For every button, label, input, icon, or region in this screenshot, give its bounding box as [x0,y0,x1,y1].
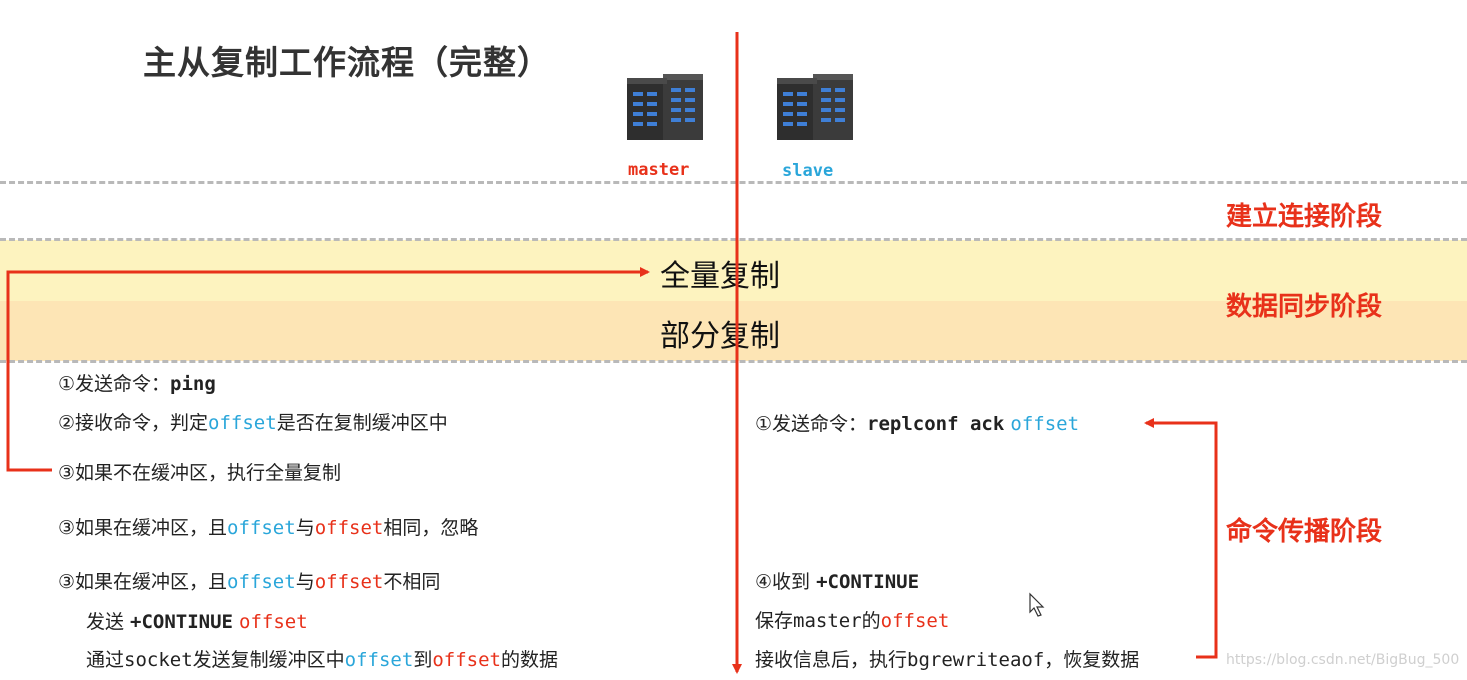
propagate-loop-arrow [1144,418,1218,659]
step-text-part: 与 [295,571,315,593]
step-text-part: ，恢复数据 [1044,649,1140,671]
step-text-part: offset [208,412,277,434]
step-text-part: socket [124,649,193,671]
slave-step: ①发送命令：replconf ack offset [755,409,1079,436]
step-text-part: 通过 [86,649,125,671]
step-text-part: ①发送命令： [755,413,868,435]
slave-step: 接收信息后，执行bgrewriteaof，恢复数据 [755,645,1139,672]
dashed-separator [0,360,1467,363]
step-text-part: 的数据 [500,649,558,671]
step-text-part: 保存 [755,610,794,632]
step-text-part: replconf ack [867,413,1005,435]
partial-sync-band [0,301,1467,361]
step-text-part: offset [314,571,384,593]
master-step: 发送 +CONTINUE offset [86,607,308,634]
partial-sync-label: 部分复制 [660,319,780,354]
master-label: master [628,160,690,180]
full-sync-label: 全量复制 [660,259,780,294]
step-text-part: offset [227,517,296,539]
master-step: ③如果在缓冲区，且offset与offset不相同 [58,567,440,594]
step-text-part: offset [344,649,414,671]
step-text-part: offset [880,610,950,632]
step-text-part: 不相同 [383,571,441,593]
slave-label: slave [782,161,834,181]
step-text-part: offset [1010,413,1080,435]
step-text-part: ③如果在缓冲区，且 [58,517,228,539]
step-text-part: bgrewriteaof [907,649,1045,671]
master-step: ②接收命令，判定offset是否在复制缓冲区中 [58,408,448,435]
master-server-icon [627,74,703,140]
step-text-part: 到 [413,649,433,671]
dashed-separator [0,238,1467,241]
step-text-part: 发送复制缓冲区中 [192,649,345,671]
full-copy-arrow [6,267,650,472]
master-step: ①发送命令：ping [58,369,216,396]
slave-step: 保存master的offset [755,606,949,633]
step-text-part: offset [432,649,501,671]
phase-propagate-label: 命令传播阶段 [1226,517,1383,547]
master-step: 通过socket发送复制缓冲区中offset到offset的数据 [86,645,558,672]
step-text-part: 的 [861,610,881,632]
phase-connect-label: 建立连接阶段 [1226,202,1383,232]
slave-server-icon [777,74,853,140]
step-text-part: offset [314,517,384,539]
step-text-part: offset [227,571,296,593]
mouse-cursor-icon [1029,592,1045,617]
step-text-part: 发送 [86,611,131,633]
page-title: 主从复制工作流程（完整） [143,43,551,82]
dashed-separator [0,181,1467,184]
master-step: ③如果在缓冲区，且offset与offset相同，忽略 [58,513,478,540]
step-text-part: offset [239,611,308,633]
slave-step: ④收到 +CONTINUE [755,567,919,594]
step-text-part: 是否在复制缓冲区中 [276,412,448,434]
step-text-part: 接收信息后，执行 [755,649,908,671]
step-text-part: ③如果在缓冲区，且 [58,571,228,593]
phase-sync-label: 数据同步阶段 [1226,292,1383,322]
step-text-part: ③如果不在缓冲区，执行全量复制 [58,462,342,484]
watermark: https://blog.csdn.net/BigBug_500 [1226,652,1460,668]
step-text-part: ④收到 [755,571,817,593]
step-text-part: master [793,610,862,632]
step-text-part: ①发送命令： [58,373,171,395]
step-text-part: 与 [295,517,315,539]
step-text-part: +CONTINUE [130,611,233,633]
step-text-part: ping [170,373,216,395]
step-text-part: ②接收命令，判定 [58,412,209,434]
master-step: ③如果不在缓冲区，执行全量复制 [58,458,341,485]
step-text-part: 相同，忽略 [383,517,479,539]
step-text-part: +CONTINUE [816,571,920,593]
